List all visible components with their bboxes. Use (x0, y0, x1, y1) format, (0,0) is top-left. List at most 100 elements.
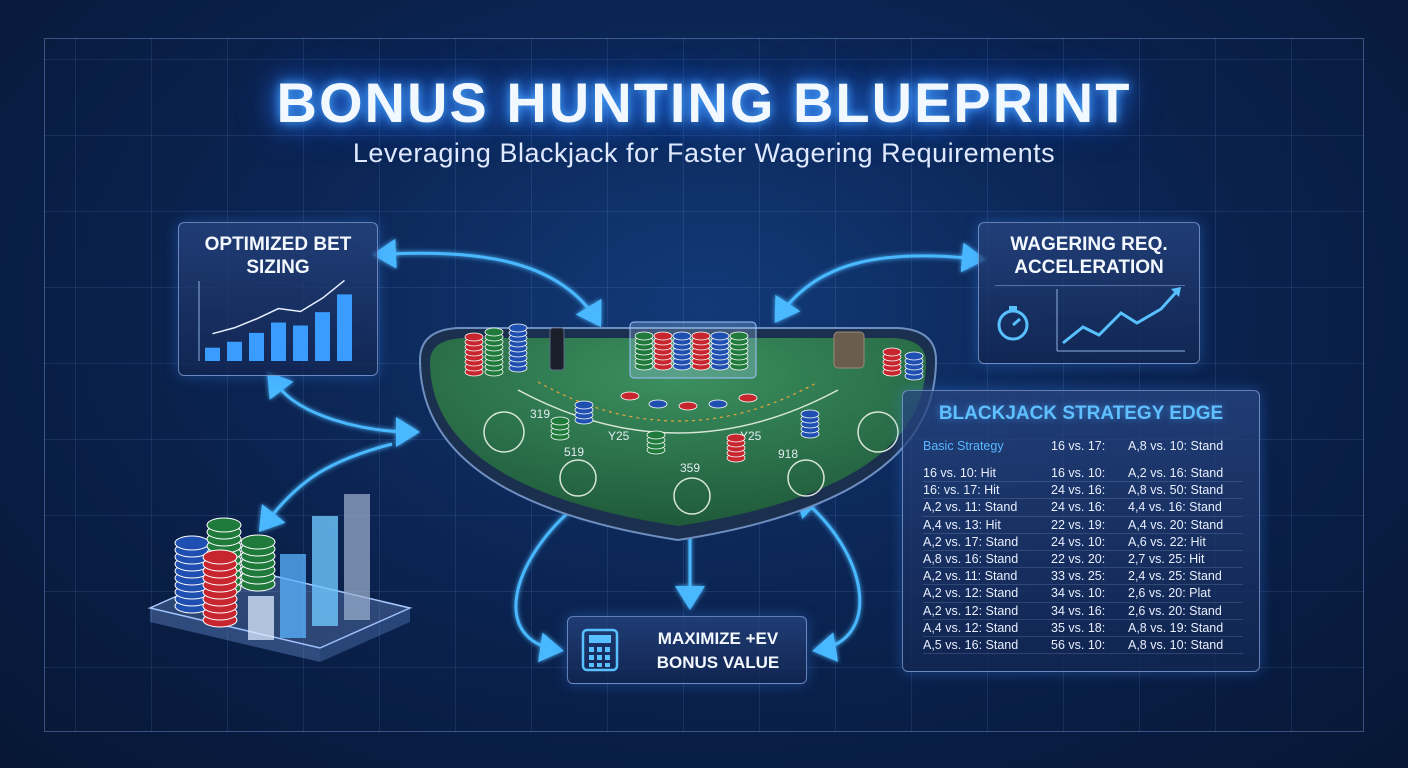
strategy-cell: A,8 vs. 16: Stand (923, 552, 1019, 567)
rack-chip (710, 331, 730, 341)
strategy-cell: A,2 vs. 12: Stand (923, 586, 1019, 601)
strategy-cell: A,8 vs. 19: Stand (1128, 620, 1224, 635)
arrow-table-ev-right (794, 491, 862, 662)
strategy-cell: 34 vs. 16: (1051, 603, 1106, 618)
arrow-table-ev-left (514, 492, 592, 663)
table-label-edge-left: 319 (530, 407, 550, 421)
rack-chip (729, 331, 749, 341)
strategy-cell: 2,6 vs. 20: Stand (1128, 603, 1222, 618)
strategy-cell: 16 vs. 10: (1051, 466, 1106, 481)
wagering-title: WAGERING REQ. ACCELERATION (1010, 234, 1168, 278)
strategy-cell: A,4 vs. 13: Hit (923, 517, 1001, 532)
table-chip (678, 401, 698, 411)
strategy-cell: 35 vs. 18: (1051, 620, 1106, 635)
strategy-cell: 33 vs. 25: (1051, 569, 1106, 584)
strategy-cell: A,4 vs. 20: Stand (1128, 517, 1224, 532)
rack-chip (672, 331, 692, 341)
arrow-chips-up (258, 442, 393, 533)
strategy-header-row: Basic Strategy 16 vs. 17: A,8 vs. 10: St… (923, 435, 1243, 457)
ev-panel: MAXIMIZE +EV BONUS VALUE (567, 616, 807, 684)
strategy-cell: A,8 vs. 10: Stand (1128, 637, 1224, 652)
strategy-cell: A,2 vs. 16: Stand (1128, 466, 1224, 481)
arrow-bet-to-table (372, 238, 602, 328)
table-chip (508, 323, 528, 333)
bottom-chip (206, 517, 242, 533)
bet-chart-bar (337, 294, 352, 361)
strategy-cell: 24 vs. 16: (1051, 483, 1106, 498)
strategy-row: A,2 vs. 11: Stand 33 vs. 25: 2,4 vs. 25: S… (923, 568, 1243, 586)
strategy-row: 16 vs. 10: Hit 16 vs. 10: A,2 vs. 16: Stan… (923, 465, 1243, 483)
bet-chart-trend-line (212, 279, 345, 335)
strategy-row: A,2 vs. 11: Stand 24 vs. 16: 4,4 vs. 16: S… (923, 499, 1243, 517)
acceleration-line-chart (1056, 287, 1185, 352)
table-label-arc-right: Y25 (740, 429, 762, 443)
strategy-cell: A,6 vs. 22: Hit (1128, 534, 1206, 549)
strategy-cell: 34 vs. 10: (1051, 586, 1106, 601)
strategy-cell: 22 vs. 19: (1051, 517, 1106, 532)
page-subtitle: Leveraging Blackjack for Faster Wagering… (352, 138, 1056, 168)
table-chip (708, 399, 728, 409)
table-chip (646, 430, 666, 440)
table-chip (550, 416, 570, 426)
rack-chip (691, 331, 711, 341)
strategy-header-cell: A,8 vs. 10: Stand (1128, 439, 1224, 453)
bet-sizing-panel: OPTIMIZED BET SIZING (178, 222, 378, 376)
bottom-chip (240, 534, 276, 550)
strategy-cell: 2,6 vs. 20: Plat (1128, 586, 1211, 601)
table-chip (620, 391, 640, 401)
strategy-cell: A,2 vs. 12: Stand (923, 603, 1019, 618)
table-chip (882, 347, 902, 357)
ev-title: MAXIMIZE +EV BONUS VALUE (656, 629, 780, 672)
bottom-chip (202, 549, 238, 565)
strategy-cell: 2,7 vs. 25: Hit (1128, 552, 1205, 567)
bet-sizing-chart (198, 279, 352, 361)
strategy-cell: 16 vs. 10: Hit (923, 466, 996, 481)
strategy-row: A,2 vs. 12: Stand 34 vs. 10: 2,6 vs. 20: P… (923, 585, 1243, 603)
wagering-divider (995, 285, 1185, 286)
bottom-chip (174, 535, 210, 551)
table-chip (726, 433, 746, 443)
strategy-cell: A,4 vs. 12: Stand (923, 620, 1019, 635)
arrow-wager-to-table (774, 242, 986, 324)
bet-chart-bar (205, 347, 220, 361)
rack-chip (653, 331, 673, 341)
strategy-cell: 2,4 vs. 25: Stand (1128, 569, 1222, 584)
strategy-cell: 4,4 vs. 16: Stand (1128, 500, 1222, 515)
strategy-cell: A,8 vs. 50: Stand (1128, 483, 1224, 498)
table-chip (800, 409, 820, 419)
strategy-row: A,2 vs. 12: Stand 34 vs. 16: 2,6 vs. 20: S… (923, 603, 1243, 620)
bet-chart-bar (227, 341, 242, 361)
table-label-arc-left: Y25 (608, 429, 630, 443)
calculator-icon (581, 628, 619, 672)
table-chip (484, 327, 504, 337)
bet-chart-bar (293, 325, 308, 361)
strategy-header-cell: Basic Strategy (923, 439, 1004, 453)
bet-chart-bar (315, 312, 330, 361)
bet-chart-bar (271, 322, 286, 361)
strategy-header-cell: 16 vs. 17: (1051, 439, 1106, 453)
table-label-left: 519 (564, 445, 584, 459)
table-chip (904, 351, 924, 361)
bet-sizing-title: OPTIMIZED BET SIZING (204, 234, 352, 278)
strategy-row: A,4 vs. 13: Hit 22 vs. 19: A,4 vs. 20: Sta… (923, 517, 1243, 534)
strategy-title: BLACKJACK STRATEGY EDGE (938, 403, 1224, 424)
strategy-cell: 16: vs. 17: Hit (923, 483, 1000, 498)
table-label-center: 359 (680, 461, 700, 475)
strategy-row: 16: vs. 17: Hit 24 vs. 16: A,8 vs. 50: Sta… (923, 482, 1243, 500)
arrow-bet-down (267, 371, 420, 447)
strategy-cell: A,2 vs. 11: Stand (923, 500, 1018, 515)
table-chip (648, 399, 668, 409)
strategy-table: Basic Strategy 16 vs. 17: A,8 vs. 10: St… (923, 435, 1243, 655)
wagering-panel: WAGERING REQ. ACCELERATION (978, 222, 1200, 364)
strategy-cell: A,5 vs. 16: Stand (923, 637, 1019, 652)
table-label-right: 918 (778, 447, 798, 461)
strategy-cell: A,2 vs. 11: Stand (923, 569, 1018, 584)
strategy-panel: BLACKJACK STRATEGY EDGE Basic Strategy 1… (902, 390, 1260, 672)
rack-chip (634, 331, 654, 341)
table-chip (464, 332, 484, 342)
strategy-cell: 24 vs. 16: (1051, 500, 1106, 515)
chips-and-growth-bars (147, 494, 413, 662)
